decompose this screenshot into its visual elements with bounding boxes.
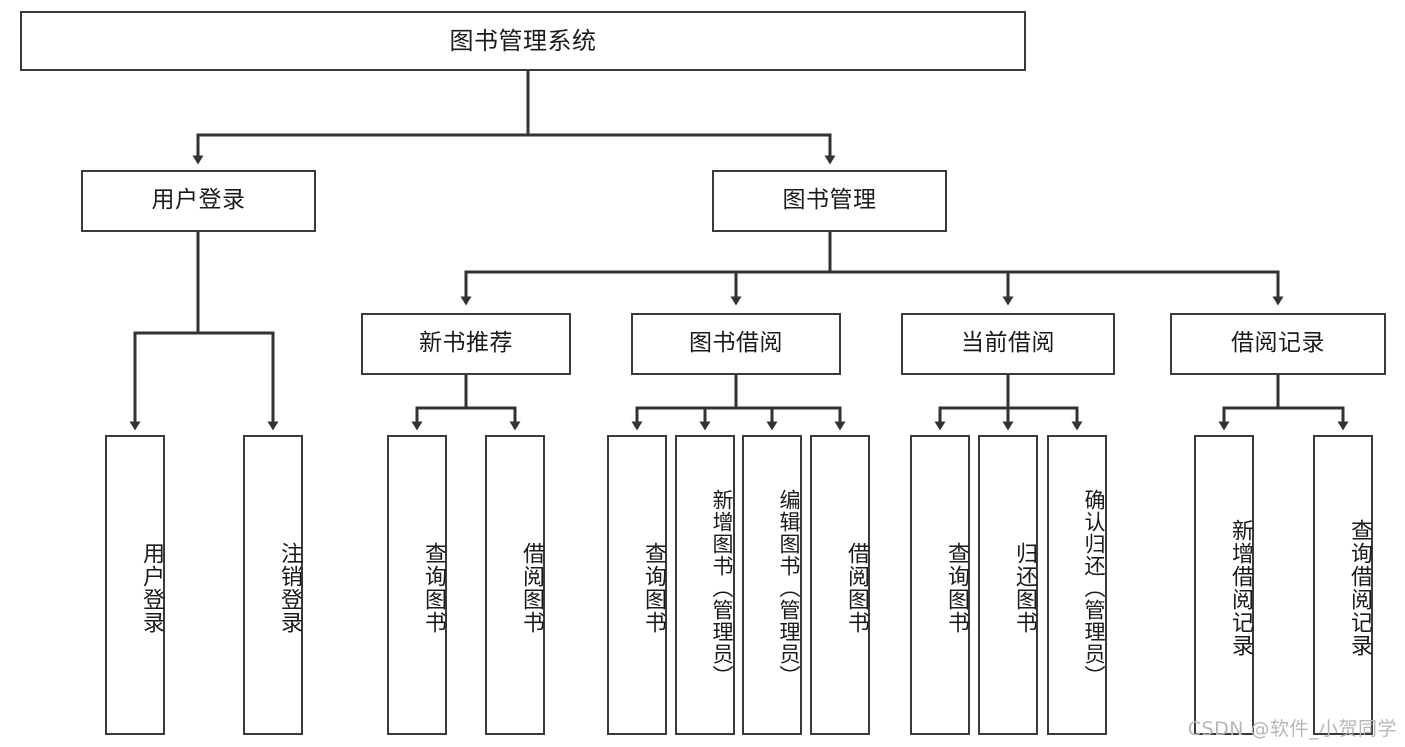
leaf-confirm-return-admin[interactable]: 确认归还（管理员） <box>1047 435 1107 735</box>
leaf-label: 查询图书 <box>944 542 969 634</box>
leaf-edit-book-admin[interactable]: 编辑图书（管理员） <box>742 435 802 735</box>
leaf-label: 借阅图书 <box>519 542 544 634</box>
leaf-query-borrow-record[interactable]: 查询借阅记录 <box>1313 435 1373 735</box>
leaf-logout-login[interactable]: 注销登录 <box>243 435 303 735</box>
leaf-add-book-admin[interactable]: 新增图书（管理员） <box>675 435 735 735</box>
leaf-add-borrow-record[interactable]: 新增借阅记录 <box>1194 435 1254 735</box>
leaf-label: 归还图书 <box>1012 542 1037 634</box>
leaf-label: 注销登录 <box>277 542 302 634</box>
node-borrow-record[interactable]: 借阅记录 <box>1170 313 1386 375</box>
leaf-label: 查询借阅记录 <box>1347 519 1372 657</box>
node-label: 新书推荐 <box>419 330 513 357</box>
leaf-label: 查询图书 <box>641 542 666 634</box>
node-label: 图书管理 <box>782 187 877 214</box>
leaf-borrow-book-recommend[interactable]: 借阅图书 <box>485 435 545 735</box>
node-label: 当前借阅 <box>961 330 1055 357</box>
leaf-label: 确认归还（管理员） <box>1082 489 1106 687</box>
node-new-book-recommend[interactable]: 新书推荐 <box>361 313 571 375</box>
leaf-label: 新增图书（管理员） <box>710 489 734 687</box>
node-root-book-management-system[interactable]: 图书管理系统 <box>20 11 1026 71</box>
node-label: 图书借阅 <box>689 330 783 357</box>
csdn-watermark: CSDN @软件_小贺同学 <box>1187 718 1397 740</box>
leaf-label: 查询图书 <box>421 542 446 634</box>
leaf-query-book-recommend[interactable]: 查询图书 <box>387 435 447 735</box>
leaf-label: 借阅图书 <box>844 542 869 634</box>
leaf-query-book-current[interactable]: 查询图书 <box>910 435 970 735</box>
leaf-label: 编辑图书（管理员） <box>777 489 801 687</box>
leaf-borrow-book[interactable]: 借阅图书 <box>810 435 870 735</box>
leaf-query-book-borrow[interactable]: 查询图书 <box>607 435 667 735</box>
node-label: 用户登录 <box>151 187 246 214</box>
node-book-borrow[interactable]: 图书借阅 <box>631 313 841 375</box>
leaf-user-login[interactable]: 用户登录 <box>105 435 165 735</box>
leaf-return-book[interactable]: 归还图书 <box>978 435 1038 735</box>
node-label: 借阅记录 <box>1231 330 1325 357</box>
node-book-management[interactable]: 图书管理 <box>712 170 947 232</box>
leaf-label: 新增借阅记录 <box>1228 519 1253 657</box>
leaf-label: 用户登录 <box>139 542 164 634</box>
node-label: 图书管理系统 <box>449 26 597 55</box>
node-user-login[interactable]: 用户登录 <box>81 170 316 232</box>
node-current-borrow[interactable]: 当前借阅 <box>901 313 1115 375</box>
